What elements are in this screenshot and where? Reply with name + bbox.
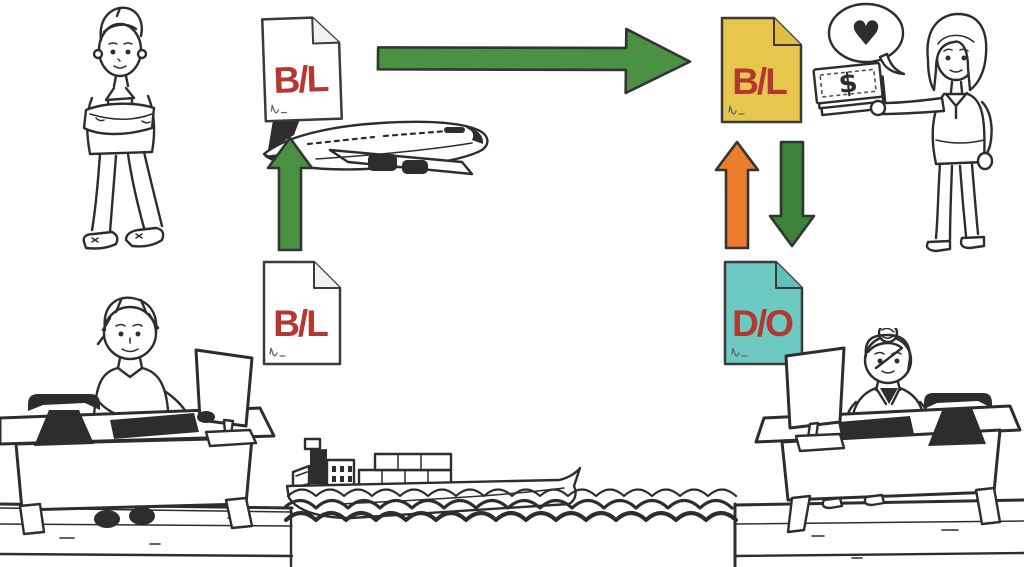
hair	[926, 12, 988, 92]
hand	[869, 99, 887, 117]
water-waves	[284, 488, 738, 522]
standing-man-figure	[82, 6, 165, 250]
bridge-windows	[332, 466, 352, 482]
overalls-straps	[104, 86, 136, 132]
jacket	[850, 386, 926, 422]
document-bl-shipper-bottom: B/L	[262, 260, 342, 366]
desk-leg	[786, 494, 812, 534]
document-fold	[313, 262, 340, 289]
document-bl-consignee: B/L	[720, 16, 803, 124]
keyboard-icon	[110, 413, 199, 439]
signature-squiggle	[728, 105, 745, 115]
mouse-icon	[197, 411, 215, 423]
standing-woman-figure	[869, 12, 994, 253]
desk-leg	[224, 496, 254, 530]
heel-shoe	[821, 496, 844, 510]
speech-bubble: ♥	[827, 2, 906, 76]
heel-shoe	[959, 235, 986, 250]
desk-front-panel	[14, 436, 254, 512]
signature-squiggle	[731, 347, 748, 357]
seated-man-desk-scene	[0, 296, 276, 536]
shoe	[124, 226, 165, 248]
desk-leg	[18, 502, 46, 536]
monitor-icon	[194, 348, 258, 448]
arrow-down-green	[768, 140, 816, 248]
document-label: B/L	[273, 58, 329, 101]
document-fold	[773, 18, 801, 46]
document-bl-shipper-top: B/L	[260, 16, 344, 123]
telephone-icon	[28, 394, 100, 446]
shoe	[94, 510, 120, 528]
heel-shoe	[863, 493, 886, 507]
ship-superstructure	[291, 437, 356, 490]
seated-woman-desk-scene	[754, 328, 1022, 534]
arrow-right-green	[376, 27, 692, 95]
heart-icon: ♥	[851, 14, 881, 54]
desk-leg	[974, 486, 1002, 526]
document-fold	[775, 262, 802, 289]
shoe	[82, 230, 119, 250]
arrow-up-green	[266, 136, 314, 252]
heel-shoe	[925, 239, 952, 253]
dollar-sign: $	[837, 67, 859, 100]
document-label: B/L	[273, 303, 328, 344]
hair	[99, 6, 143, 42]
keyboard-icon	[838, 416, 914, 440]
arrow-up-orange	[714, 140, 760, 250]
telephone-icon	[924, 393, 992, 446]
hair	[864, 333, 912, 374]
legs	[934, 162, 980, 242]
money-bills-icon: $	[812, 62, 888, 117]
signature-squiggle	[269, 347, 286, 357]
document-fold	[311, 17, 340, 45]
signature-squiggle	[270, 104, 288, 114]
seated-woman	[846, 328, 930, 425]
shoe	[129, 507, 155, 525]
monitor-icon	[784, 346, 846, 453]
legs	[90, 150, 164, 234]
document-label: D/O	[732, 303, 793, 344]
hair	[96, 296, 160, 346]
extended-arm	[880, 96, 946, 116]
document-label: B/L	[732, 61, 787, 102]
document-do: D/O	[723, 260, 804, 366]
